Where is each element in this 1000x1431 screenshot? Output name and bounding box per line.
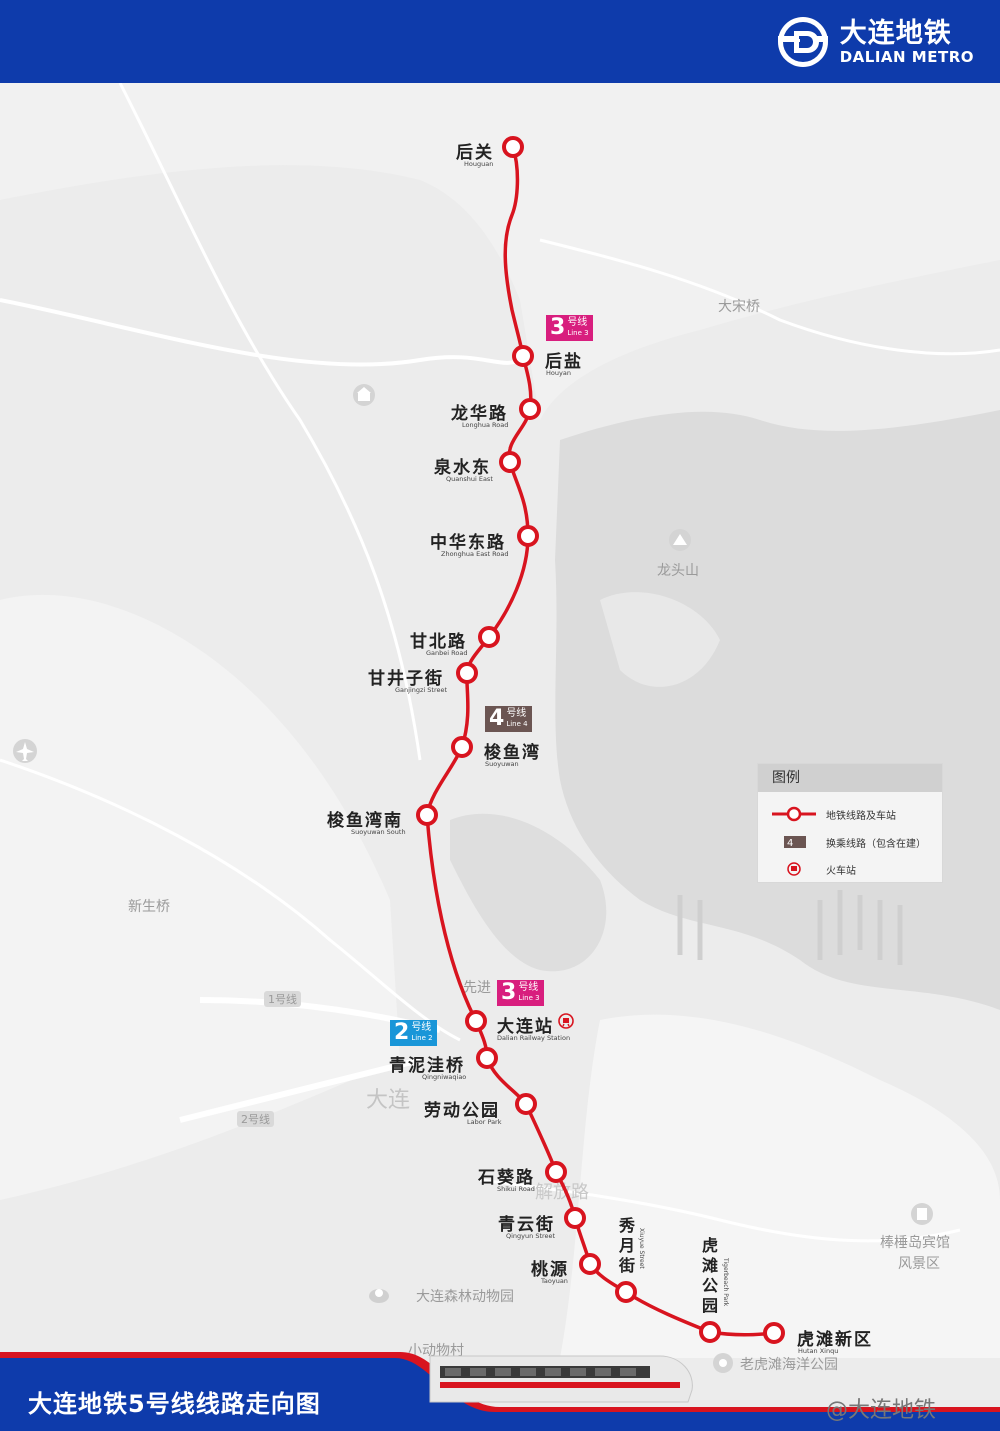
station-name: 甘北路 (410, 632, 467, 652)
station-name: 青泥洼桥 (389, 1056, 465, 1076)
header-bar: 大连地铁 DALIAN METRO (0, 0, 1000, 83)
weibo-watermark: @大连地铁 (826, 1398, 937, 1423)
station-dot-13 (545, 1161, 567, 1183)
park-icon (713, 1353, 733, 1373)
metro-line-station-icon (772, 806, 816, 822)
station-dot-1 (502, 136, 524, 158)
station-name-en: Suoyuwan (485, 760, 519, 768)
station-name: 后盐 (545, 352, 583, 372)
metro-logo-icon (777, 17, 828, 67)
station-dot-5 (517, 525, 539, 547)
place-label: 风景区 (898, 1256, 940, 1272)
place-label: 龙头山 (657, 563, 699, 579)
railway-station-icon (787, 862, 801, 876)
station-name-en: Taoyuan (541, 1277, 568, 1285)
station-dot-9 (416, 804, 438, 826)
station-name: 后关 (456, 143, 494, 163)
place-label: 老虎滩海洋公园 (740, 1357, 838, 1373)
station-name: 青云街 (498, 1215, 555, 1235)
place-label: 小动物村 (408, 1343, 464, 1359)
station-dot-12 (515, 1093, 537, 1115)
airport-icon (13, 739, 37, 763)
station-name-en: Xiuyue Street (638, 1228, 645, 1269)
station-dot-10 (465, 1010, 487, 1032)
station-name-en: Quanshui East (446, 475, 493, 483)
station-name: 劳动公园 (424, 1101, 500, 1121)
landmark-icon (353, 384, 375, 406)
station-name: 龙华路 (451, 404, 508, 424)
station-name-en: Ganbei Road (426, 649, 468, 657)
station-name-en: Qingniwaqiao (422, 1073, 467, 1081)
line-5-path (425, 146, 775, 1337)
line-label: 1号线 (264, 991, 301, 1007)
transfer-line-icon: 4 (784, 836, 806, 849)
legend-panel: 图例 地铁线路及车站 4 换乘线路（包含在建） 火车站 (757, 763, 943, 883)
station-dot-7 (456, 662, 478, 684)
hotel-icon (911, 1203, 933, 1225)
zoo-icon (369, 1289, 389, 1303)
logo-text-en: DALIAN METRO (839, 47, 974, 66)
station-dot-8 (451, 736, 473, 758)
legend-item: 地铁线路及车站 (772, 806, 896, 822)
train-icon (429, 1355, 693, 1403)
legend-item: 4 换乘线路（包含在建） (772, 834, 926, 850)
logo-text-cn: 大连地铁 (839, 17, 952, 49)
station-name: 甘井子街 (368, 669, 444, 689)
footer-banner (0, 1352, 1000, 1431)
station-dot-11 (476, 1047, 498, 1069)
station-dot-15 (579, 1253, 601, 1275)
station-dot-16 (615, 1281, 637, 1303)
station-dot-17 (699, 1321, 721, 1343)
station-name-en: Ganjingzi Street (395, 686, 448, 694)
legend-item: 火车站 (772, 861, 856, 877)
place-label: 棒棰岛宾馆 (880, 1235, 950, 1251)
station-dot-6 (478, 626, 500, 648)
station-name-en: Labor Park (467, 1118, 502, 1126)
station-name: 中华东路 (430, 533, 506, 553)
station-name: 秀月街 (618, 1216, 635, 1275)
place-label: 解放路 (535, 1182, 589, 1203)
station-name: 石葵路 (478, 1168, 535, 1188)
mountain-icon (669, 529, 691, 551)
station-name-en: Zhonghua East Road (441, 550, 509, 558)
station-name: 虎滩新区 (797, 1330, 873, 1350)
station-dot-2 (512, 345, 534, 367)
place-label: 新生桥 (128, 899, 170, 915)
place-label: 大宋桥 (718, 299, 760, 315)
station-name: 梭鱼湾南 (327, 811, 403, 831)
place-label: 先进 (463, 980, 491, 996)
station-name-en: Dalian Railway Station (497, 1034, 571, 1042)
station-name-en: Suoyuwan South (351, 828, 406, 836)
station-name: 大连站 (497, 1017, 554, 1037)
place-label: 大连森林动物园 (416, 1289, 514, 1305)
place-label: 大连 (366, 1088, 411, 1113)
station-name: 虎滩公园 (701, 1236, 718, 1315)
dalian-metro-logo: 大连地铁 DALIAN METRO (776, 14, 974, 70)
station-name-en: Qingyun Street (506, 1232, 556, 1240)
station-dot-4 (499, 451, 521, 473)
station-dot-3 (519, 398, 541, 420)
station-name-en: Shikui Road (497, 1185, 535, 1193)
svg-text:4: 4 (787, 838, 793, 849)
station-name-en: Houyan (546, 369, 571, 377)
station-name-en: Hutan Xinqu (798, 1347, 839, 1355)
station-name-en: Tigerbeach Park (722, 1258, 729, 1307)
station-name-en: Houguan (464, 160, 494, 168)
station-dot-18 (763, 1322, 785, 1344)
station-name: 梭鱼湾 (484, 743, 541, 763)
line-label: 2号线 (237, 1111, 274, 1127)
railway-station-icon (558, 1013, 574, 1029)
station-name-en: Longhua Road (462, 421, 509, 429)
station-dot-14 (564, 1207, 586, 1229)
footer-title: 大连地铁5号线线路走向图 (28, 1390, 321, 1418)
station-name: 桃源 (531, 1260, 569, 1280)
legend-title: 图例 (758, 764, 942, 792)
station-name: 泉水东 (434, 458, 491, 478)
